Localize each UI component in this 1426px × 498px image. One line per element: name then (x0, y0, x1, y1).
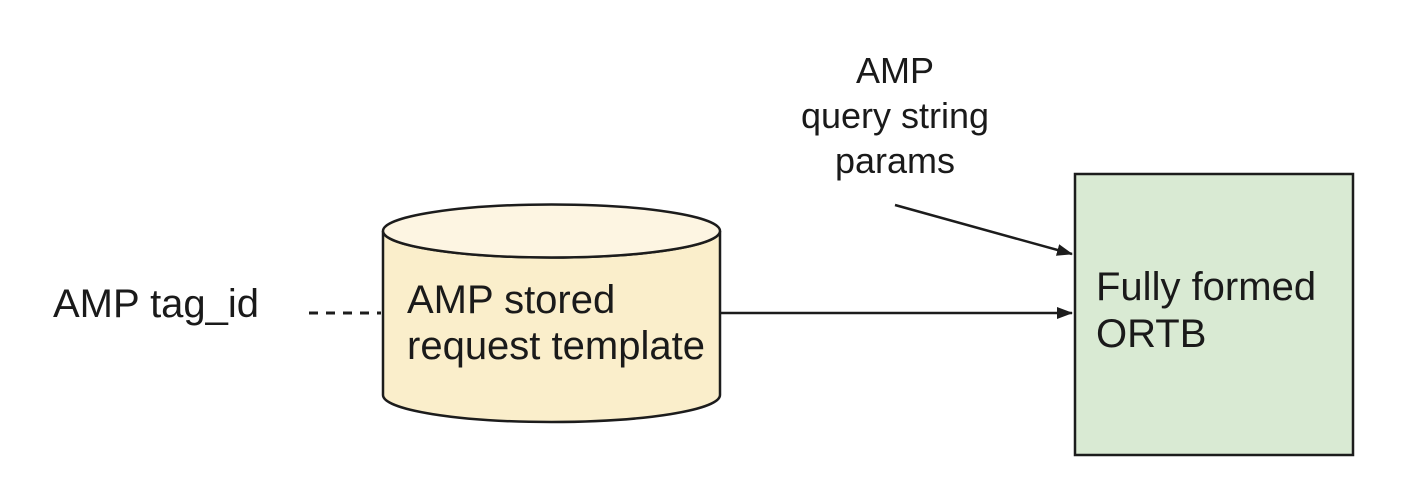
ortb-label: Fully formed ORTB (1096, 265, 1317, 356)
connector-params-to-ortb (894, 203, 1073, 256)
ortb-box (1073, 172, 1355, 457)
tag-id-label: AMP tag_id (53, 282, 260, 326)
stored-request-label: AMP stored request template (407, 278, 705, 368)
cylinder-top-ellipse (381, 203, 722, 259)
query-params-label: AMP query string params (800, 50, 990, 181)
